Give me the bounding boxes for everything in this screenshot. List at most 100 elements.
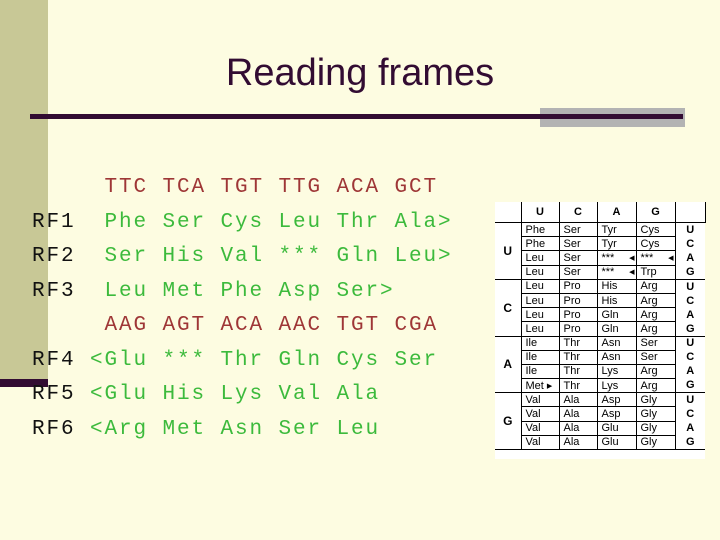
codon-cell: Ala <box>558 434 598 451</box>
third-base-label: U <box>674 221 705 237</box>
reading-frames-block: TTC TCA TGT TTG ACA GCT RF1 Phe Ser Cys L… <box>32 171 453 447</box>
codon-cell: Pro <box>558 292 598 309</box>
codon-cell: Pro <box>558 278 598 294</box>
stop-codon-marker-icon: ◀ <box>629 253 635 262</box>
frame-label: RF1 <box>32 210 76 234</box>
third-base-label: G <box>674 378 705 393</box>
codon-cell: Arg <box>635 292 676 309</box>
codon-cell: Met▶ <box>520 378 560 394</box>
codon-cell: Gln <box>596 321 637 337</box>
codon-cell: Val <box>520 406 560 422</box>
slide-title: Reading frames <box>225 52 495 94</box>
codon-cell: Arg <box>635 278 676 294</box>
dna-sequence-row: TTC TCA TGT TTG ACA GCT <box>32 171 453 206</box>
codon-cell: Arg <box>635 321 676 337</box>
third-base-label: A <box>674 250 705 266</box>
codon-cell: Gly <box>635 392 676 408</box>
third-base-label: U <box>674 392 705 407</box>
amino-acids: <Glu *** Thr Gln Cys Ser <box>90 348 439 372</box>
codon-cell: Ser <box>635 335 676 351</box>
third-base-label: U <box>674 278 705 294</box>
first-base-label: G <box>495 392 521 450</box>
codon-cell: Val <box>520 420 560 436</box>
codon-cell: Leu <box>520 278 560 294</box>
codon-cell: Asp <box>596 392 637 408</box>
second-base-header: G <box>635 202 676 223</box>
codon-cell: His <box>596 292 637 309</box>
codon-cell: Gln <box>596 307 637 323</box>
codon-cell: Ala <box>558 420 598 436</box>
codon-cell: Val <box>520 392 560 408</box>
codon-table-header-row: U C A G <box>495 202 706 223</box>
codon-cell: Arg <box>635 378 676 394</box>
third-base-label: U <box>674 335 705 351</box>
codon-cell: Phe <box>520 221 560 238</box>
first-base-label: A <box>495 335 521 394</box>
frame-label: RF2 <box>32 245 76 268</box>
codon-cell: ◀*** <box>596 250 637 266</box>
codon-cell: Ser <box>558 221 598 238</box>
codon-cell: His <box>596 278 637 294</box>
title-rule <box>30 114 683 119</box>
codon-cell: Leu <box>520 250 560 266</box>
codon-cell: Tyr <box>596 221 637 238</box>
third-base-label: C <box>674 350 705 365</box>
codon-cell: Ile <box>520 363 560 380</box>
reading-frame-row: RF6<Arg Met Asn Ser Leu <box>32 413 453 448</box>
codon-cell: Asn <box>596 335 637 351</box>
codon-cell: Asp <box>596 406 637 422</box>
codon-cell: Phe <box>520 236 560 252</box>
second-base-header: U <box>520 202 560 223</box>
third-base-label: A <box>674 421 705 436</box>
codon-cell: Leu <box>520 321 560 337</box>
frame-label: RF6 <box>32 417 76 441</box>
codon-cell: Arg <box>635 307 676 323</box>
third-base-label: G <box>674 435 705 451</box>
header-corner-cell <box>495 202 521 223</box>
codon-cell: Ala <box>558 392 598 408</box>
frame-label: RF3 <box>32 279 76 303</box>
codon-cell: Leu <box>520 264 560 280</box>
codon-cell: Val <box>520 434 560 451</box>
stop-codon-marker-icon: ◀ <box>629 268 635 277</box>
dna-codons: AAG AGT ACA AAC TGT CGA <box>90 314 439 337</box>
amino-acids: Leu Met Phe Asp Ser> <box>90 279 395 303</box>
codon-cell: Tyr <box>596 236 637 252</box>
header-corner-cell <box>674 202 706 223</box>
codon-cell: Pro <box>558 321 598 337</box>
amino-acids: Ser His Val *** Gln Leu> <box>90 245 453 268</box>
codon-cell: ◀*** <box>635 250 676 266</box>
codon-cell: Gly <box>635 406 676 422</box>
third-base-label: A <box>674 307 705 322</box>
codon-cell: Ile <box>520 335 560 351</box>
sidebar-accent-foot <box>0 379 48 387</box>
first-base-label: C <box>495 278 521 337</box>
codon-cell: Cys <box>635 236 676 252</box>
codon-cell: Ser <box>635 349 676 365</box>
codon-cell: Thr <box>558 335 598 351</box>
third-base-label: G <box>674 265 705 280</box>
third-base-label: C <box>674 293 705 308</box>
reading-frame-row: RF2 Ser His Val *** Gln Leu> <box>32 240 453 275</box>
codon-cell: Thr <box>558 363 598 380</box>
amino-acids: Phe Ser Cys Leu Thr Ala> <box>90 210 453 234</box>
codon-cell: Ser <box>558 264 598 280</box>
codon-cell: Ile <box>520 349 560 365</box>
dna-codons: TTC TCA TGT TTG ACA GCT <box>90 176 439 199</box>
codon-cell: Thr <box>558 349 598 365</box>
codon-cell: Leu <box>520 307 560 323</box>
third-base-label: C <box>674 406 705 422</box>
codon-cell: Ser <box>558 250 598 266</box>
